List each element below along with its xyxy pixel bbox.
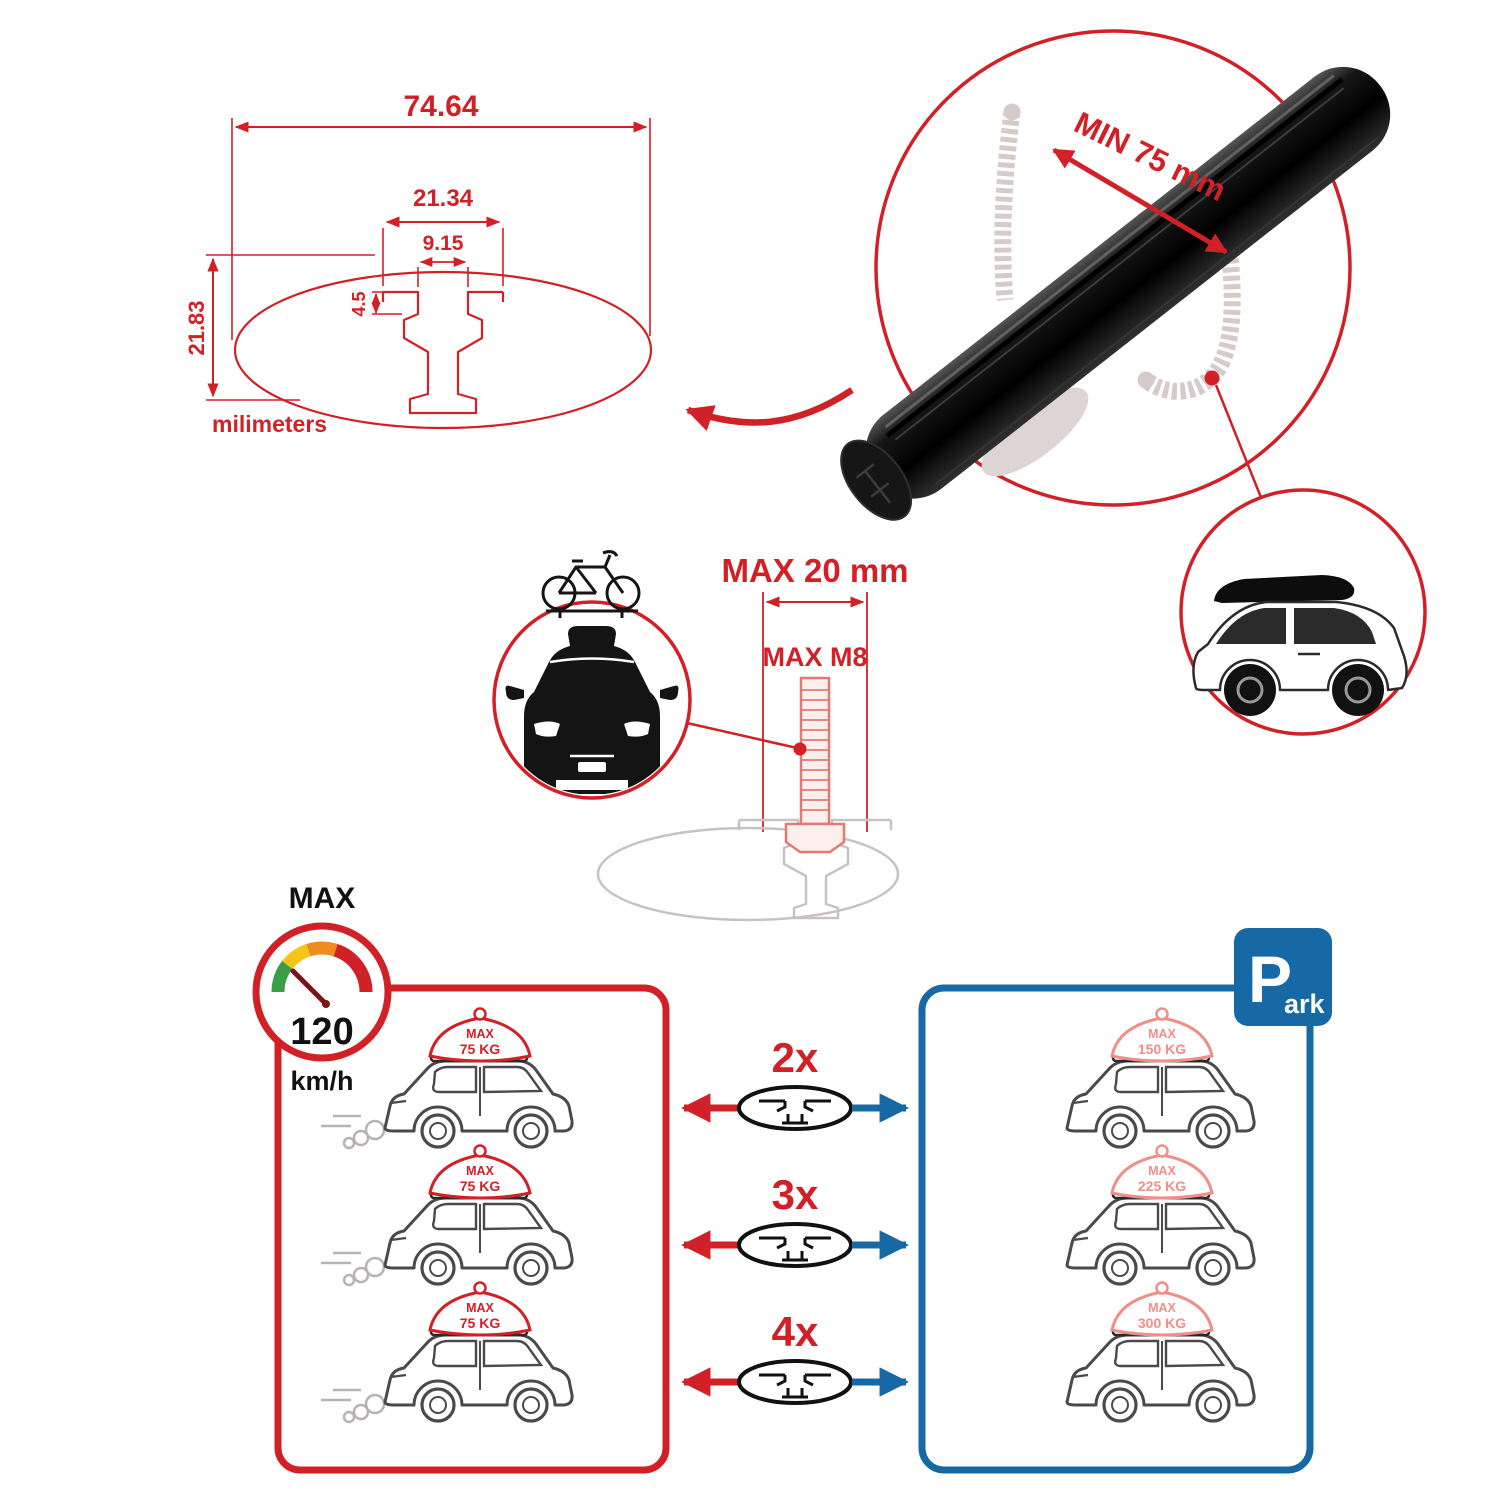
load-max-label: MAX	[1148, 1301, 1176, 1315]
gauge-value: 120	[290, 1011, 353, 1053]
clamp-foot	[981, 387, 1089, 477]
bolt-max-thread-label: MAX M8	[762, 642, 867, 672]
bolt-max-width-label: MAX 20 mm	[721, 552, 908, 589]
right-car-row-2: MAX 225 KG	[1065, 1144, 1256, 1286]
left-car-row-2: MAX 75 KG	[321, 1144, 574, 1287]
multiplier-row-2: 3x	[681, 1171, 909, 1268]
multiplier-label: 3x	[772, 1171, 819, 1218]
load-weight-label: 150 KG	[1138, 1041, 1186, 1057]
load-weight-label: 75 KG	[460, 1041, 501, 1057]
faded-profile-ellipse	[596, 826, 900, 922]
roof-load-right-1: MAX 150 KG	[1110, 1007, 1214, 1063]
multiplier-row-3: 4x	[681, 1308, 909, 1405]
suv-roofbox-circle	[1179, 488, 1427, 736]
suv-wheel-front	[1224, 664, 1276, 716]
faded-tslot-profile	[737, 818, 893, 920]
suv-front-window	[1216, 608, 1286, 644]
load-max-label: MAX	[466, 1027, 494, 1041]
crossbar-render-circle: MIN 75 mm	[840, 29, 1391, 521]
t-bolt	[784, 676, 846, 854]
gauge-needle-pivot	[322, 1000, 330, 1008]
clamp-rod-left	[994, 110, 1021, 301]
right-car-row-1: MAX 150 KG	[1065, 1007, 1256, 1149]
tslot-profile-outline	[381, 290, 505, 415]
profile-ellipse	[233, 270, 653, 430]
suv-wheel-rear-rim	[1344, 676, 1372, 704]
motion-smoke	[321, 1251, 386, 1287]
bolt-head	[784, 822, 846, 854]
unit-label: milimeters	[212, 411, 327, 437]
dim-slot-inner-label: 9.15	[423, 232, 464, 255]
roof-load-left-3: MAX 75 KG	[428, 1281, 532, 1337]
suv-wheel-front-rim	[1236, 676, 1264, 704]
load-max-label: MAX	[466, 1164, 494, 1178]
dim-slot-outer-label: 21.34	[413, 185, 474, 212]
suv-rear-window	[1294, 608, 1376, 644]
load-weight-label: 75 KG	[460, 1178, 501, 1194]
bolt-threads	[801, 689, 829, 811]
multiplier-row-1: 2x	[681, 1034, 909, 1131]
motion-smoke	[321, 1114, 386, 1150]
gauge-arc-green	[271, 960, 293, 993]
clamp-point-dot	[1204, 370, 1220, 386]
car-windshield-line	[549, 657, 635, 664]
bicycle-icon	[541, 550, 641, 611]
connector-to-bolt	[686, 721, 798, 750]
dim-total-width-label: 74.64	[403, 90, 478, 123]
car-front-body	[524, 626, 660, 780]
car-headlight-left	[534, 721, 560, 737]
crossbar-section-icon	[737, 1222, 853, 1268]
bike-on-car-circle	[492, 550, 692, 800]
roof-load-right-3: MAX 300 KG	[1110, 1281, 1214, 1337]
multiplier-label: 2x	[772, 1034, 819, 1081]
load-weight-label: 225 KG	[1138, 1178, 1186, 1194]
crossbar-section-icon	[737, 1359, 853, 1405]
load-weight-label: 75 KG	[460, 1315, 501, 1331]
crossbar-section-icon	[737, 1085, 853, 1131]
car-headlight-right	[624, 721, 650, 737]
multiplier-label: 4x	[772, 1308, 819, 1355]
roof-mount-bar	[546, 609, 638, 618]
clamp-rod-end	[1137, 371, 1155, 389]
load-weight-label: 300 KG	[1138, 1315, 1186, 1331]
park-sign-letter: P	[1248, 942, 1292, 1016]
roof-cargo-box	[1214, 575, 1355, 603]
load-max-label: MAX	[466, 1301, 494, 1315]
dim-lip-depth-label: 4.5	[349, 291, 369, 316]
gauge-needle	[290, 968, 329, 1007]
load-max-label: MAX	[1148, 1164, 1176, 1178]
roof-load-left-2: MAX 75 KG	[428, 1144, 532, 1200]
roof-load-right-2: MAX 225 KG	[1110, 1144, 1214, 1200]
pointer-arrow-to-drawing	[685, 387, 854, 432]
profile-dimension-drawing: 74.64 21.34 9.15 4.5 21.83 milimeters	[184, 90, 653, 437]
roof-load-left-1: MAX 75 KG	[428, 1007, 532, 1063]
right-car-row-3: MAX 300 KG	[1065, 1281, 1256, 1423]
gauge-arc-yellow	[282, 944, 311, 970]
gauge-arc-red	[333, 944, 373, 993]
motion-smoke	[321, 1388, 386, 1424]
min-span-arrow	[1052, 147, 1228, 255]
park-sign-rest: ark	[1284, 989, 1326, 1019]
gauge-max-label: MAX	[289, 882, 356, 915]
gauge-arc-orange	[306, 941, 338, 957]
car-plate	[578, 762, 606, 772]
load-max-label: MAX	[1148, 1027, 1176, 1041]
suv-wheel-rear	[1332, 664, 1384, 716]
left-car-row-1: MAX 75 KG	[321, 1007, 574, 1150]
park-sign: P ark	[1234, 928, 1332, 1026]
clamp-rod-right	[1140, 223, 1241, 400]
bolt-point-dot	[793, 742, 807, 756]
speed-limit-gauge: MAX 120 km/h	[252, 882, 392, 1096]
gauge-unit: km/h	[290, 1066, 353, 1096]
connector-to-suv	[1214, 384, 1264, 501]
car-mirror-right	[660, 685, 679, 700]
park-sign-bg	[1234, 928, 1332, 1026]
dim-total-height-label: 21.83	[184, 300, 209, 355]
left-car-row-3: MAX 75 KG	[321, 1281, 574, 1424]
car-mirror-left	[505, 685, 524, 700]
bar-end-cap	[840, 439, 913, 521]
